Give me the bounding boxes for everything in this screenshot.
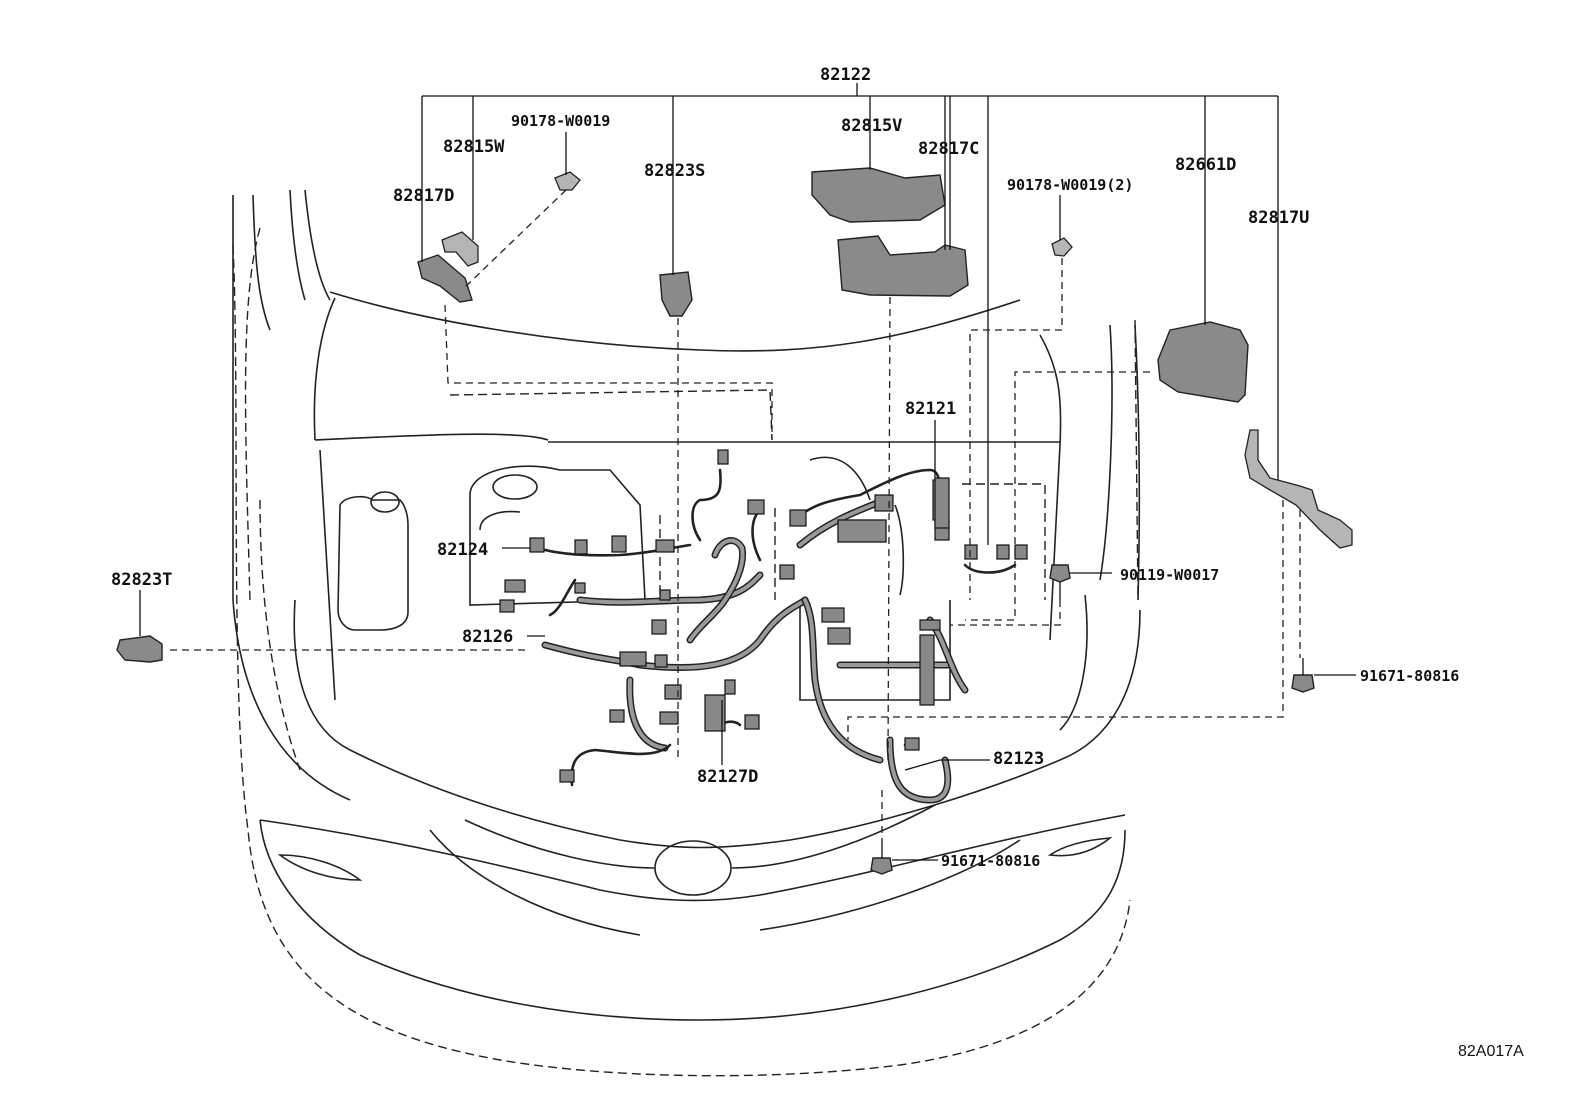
engine-wire-harness bbox=[499, 449, 1028, 804]
figure-code: 82A017A bbox=[1458, 1043, 1524, 1060]
clip-90178-W0019-2 bbox=[1051, 237, 1073, 257]
bolt-91671-80816-right bbox=[1291, 674, 1315, 693]
relay-block-82661D bbox=[1157, 321, 1249, 403]
label-82823S: 82823S bbox=[644, 161, 705, 181]
label-90178-W0019: 90178-W0019 bbox=[511, 112, 610, 130]
connector-82823T bbox=[116, 635, 163, 663]
cover-82817C bbox=[837, 235, 969, 297]
label-82817D: 82817D bbox=[393, 186, 454, 206]
label-82817C: 82817C bbox=[918, 139, 979, 159]
label-82122: 82122 bbox=[820, 65, 871, 85]
label-82661D: 82661D bbox=[1175, 155, 1236, 175]
label-91671-80816-bottom: 91671-80816 bbox=[941, 852, 1040, 870]
label-91671-80816-right: 91671-80816 bbox=[1360, 667, 1459, 685]
label-82815W: 82815W bbox=[443, 137, 505, 157]
vehicle-body-outline bbox=[232, 189, 1141, 1077]
connector-82823S bbox=[659, 271, 693, 317]
label-82815V: 82815V bbox=[841, 116, 902, 136]
label-82124: 82124 bbox=[437, 540, 488, 560]
bracket-82817U bbox=[1244, 429, 1353, 549]
label-82823T: 82823T bbox=[111, 570, 172, 590]
bolt-90119-W0017 bbox=[1049, 564, 1071, 583]
label-82126: 82126 bbox=[462, 627, 513, 647]
leader-lines bbox=[139, 83, 1356, 861]
part-labels: 82122 90178-W0019 82815W 82817D 82823S 8… bbox=[111, 65, 1524, 1060]
label-90119-W0017: 90119-W0017 bbox=[1120, 566, 1219, 584]
label-82817U: 82817U bbox=[1248, 208, 1309, 228]
bracket-82815W bbox=[441, 231, 479, 267]
parts-illustrations bbox=[116, 167, 1353, 875]
cover-82815V bbox=[811, 167, 946, 223]
bolt-91671-80816-bottom bbox=[870, 857, 893, 875]
clip-90178-W0019 bbox=[554, 171, 581, 191]
label-82121: 82121 bbox=[905, 399, 956, 419]
bracket-82817D bbox=[417, 254, 473, 303]
label-90178-W0019-2: 90178-W0019(2) bbox=[1007, 176, 1133, 194]
label-82127D: 82127D bbox=[697, 767, 758, 787]
label-82123: 82123 bbox=[993, 749, 1044, 769]
